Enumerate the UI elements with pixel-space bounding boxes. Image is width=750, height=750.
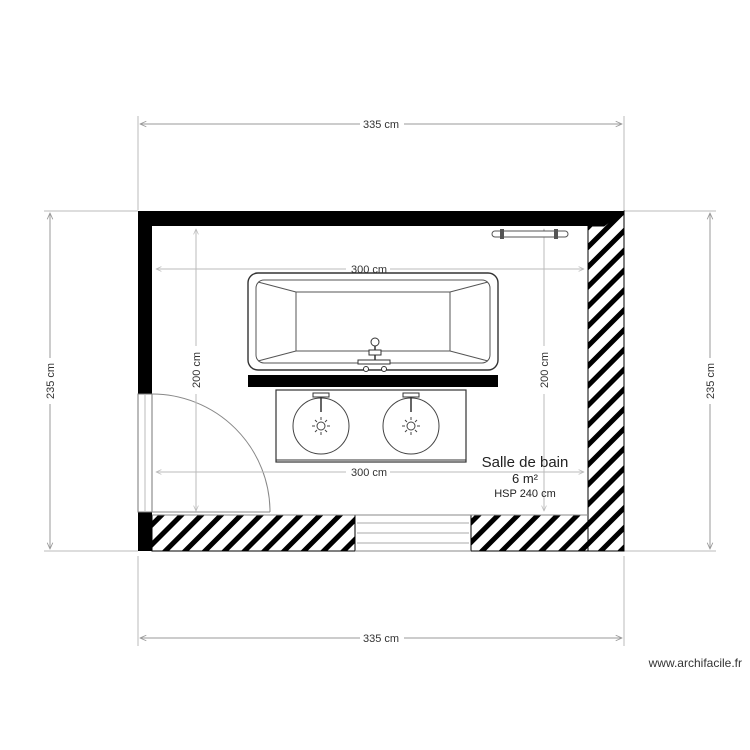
wall-left-upper bbox=[138, 211, 152, 394]
room-label: Salle de bain 6 m² HSP 240 cm bbox=[482, 454, 569, 500]
inner-dimension-bottom: 300 cm bbox=[156, 467, 584, 479]
dimension-bottom: 335 cm bbox=[137, 556, 625, 646]
wall-top bbox=[138, 211, 624, 226]
door-swing-icon[interactable] bbox=[151, 393, 271, 513]
towel-rail-icon[interactable] bbox=[491, 229, 569, 239]
dimension-left: 235 cm bbox=[44, 210, 138, 552]
wall-bottom-right-hatched bbox=[470, 514, 589, 552]
wall-left-lower bbox=[138, 512, 152, 551]
room-ceiling-height: HSP 240 cm bbox=[494, 488, 556, 500]
bottom-opening bbox=[355, 514, 471, 552]
bathtub-faucet-icon bbox=[357, 337, 391, 372]
dimension-left-label: 235 cm bbox=[45, 363, 57, 399]
double-sink-icon[interactable] bbox=[275, 389, 467, 463]
room-name: Salle de bain bbox=[482, 454, 569, 471]
watermark: www.archifacile.fr bbox=[648, 656, 742, 670]
dimension-bottom-label: 335 cm bbox=[363, 633, 399, 645]
inner-dimension-bottom-label: 300 cm bbox=[351, 467, 387, 479]
vanity-counter bbox=[248, 375, 498, 387]
dimension-top: 335 cm bbox=[137, 116, 625, 210]
inner-dimension-right-label: 200 cm bbox=[539, 352, 551, 388]
walls bbox=[137, 210, 625, 552]
inner-dimension-left-label: 200 cm bbox=[191, 352, 203, 388]
dimension-right: 235 cm bbox=[624, 210, 717, 552]
wall-right-hatched bbox=[588, 211, 624, 551]
dimension-top-label: 335 cm bbox=[363, 119, 399, 131]
bathtub-icon[interactable] bbox=[247, 272, 499, 372]
inner-dimension-left: 200 cm bbox=[191, 229, 203, 511]
inner-dimension-right: 200 cm bbox=[539, 229, 551, 511]
room-area: 6 m² bbox=[512, 471, 539, 486]
sink-basin-left bbox=[292, 392, 350, 455]
wall-bottom-left-hatched bbox=[151, 514, 356, 552]
sink-basin-right bbox=[382, 392, 440, 455]
dimension-right-label: 235 cm bbox=[705, 363, 717, 399]
